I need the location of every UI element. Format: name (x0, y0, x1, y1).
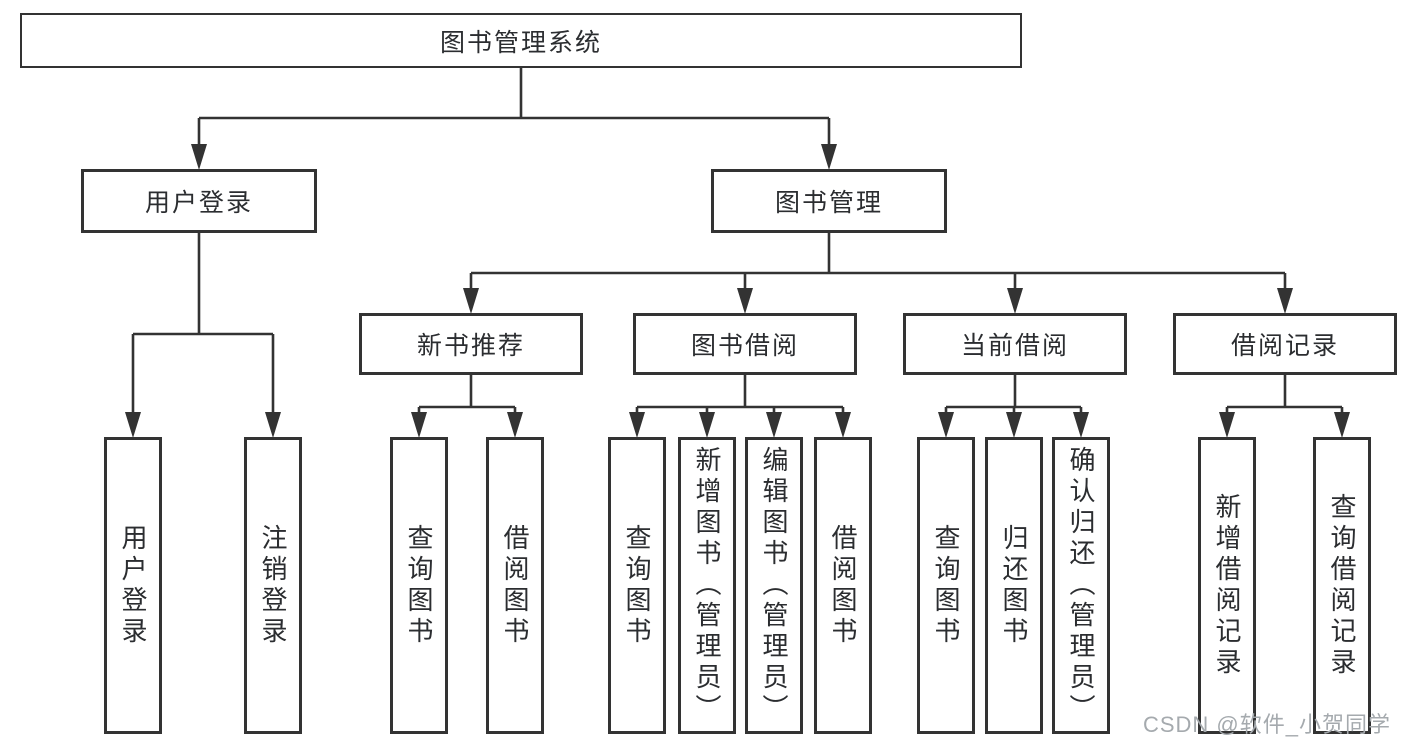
node-current-borrowing: 当前借阅 (903, 313, 1127, 375)
leaf-borrow-books-recommend: 借阅图书 (486, 437, 544, 734)
node-borrow-records-label: 借阅记录 (1230, 332, 1339, 360)
leaf-confirm-return-admin: 确认归还（管理员） (1052, 437, 1110, 734)
leaf-add-books-admin: 新增图书（管理员） (678, 437, 736, 734)
watermark: CSDN @软件_小贺同学 (1142, 712, 1391, 737)
leaf-add-borrow-record: 新增借阅记录 (1198, 437, 1256, 734)
leaf-edit-books-admin: 编辑图书（管理员） (745, 437, 803, 734)
leaf-add-borrow-record-label: 新增借阅记录 (1212, 492, 1242, 679)
node-book-borrowing: 图书借阅 (633, 313, 857, 375)
node-book-management: 图书管理 (711, 169, 947, 233)
node-borrow-records: 借阅记录 (1173, 313, 1397, 375)
node-book-borrowing-label: 图书借阅 (690, 332, 799, 360)
leaf-logout-label: 注销登录 (258, 523, 288, 648)
leaf-query-books-current: 查询图书 (917, 437, 975, 734)
node-library-system: 图书管理系统 (20, 13, 1022, 68)
node-user-login: 用户登录 (81, 169, 317, 233)
leaf-query-books-recommend: 查询图书 (390, 437, 448, 734)
leaf-borrow-books-borrowing: 借阅图书 (814, 437, 872, 734)
leaf-query-borrow-record-label: 查询借阅记录 (1327, 492, 1357, 679)
leaf-borrow-books-borrowing-label: 借阅图书 (828, 523, 858, 648)
leaf-borrow-books-recommend-label: 借阅图书 (500, 523, 530, 648)
node-new-book-recommend-label: 新书推荐 (416, 332, 525, 360)
leaf-logout: 注销登录 (244, 437, 302, 734)
leaf-add-books-admin-label: 新增图书（管理员） (692, 446, 722, 725)
node-current-borrowing-label: 当前借阅 (960, 332, 1069, 360)
node-user-login-label: 用户登录 (144, 189, 253, 217)
leaf-query-borrow-record: 查询借阅记录 (1313, 437, 1371, 734)
connector-path (131, 68, 1344, 414)
leaf-user-login: 用户登录 (104, 437, 162, 734)
leaf-query-books-current-label: 查询图书 (931, 523, 961, 648)
leaf-user-login-label: 用户登录 (118, 523, 148, 648)
leaf-query-books-borrowing-label: 查询图书 (622, 523, 652, 648)
node-new-book-recommend: 新书推荐 (359, 313, 583, 375)
leaf-query-books-borrowing: 查询图书 (608, 437, 666, 734)
leaf-return-books: 归还图书 (985, 437, 1043, 734)
leaf-query-books-recommend-label: 查询图书 (404, 523, 434, 648)
node-library-system-label: 图书管理系统 (439, 28, 602, 57)
leaf-return-books-label: 归还图书 (999, 523, 1029, 648)
leaf-confirm-return-admin-label: 确认归还（管理员） (1066, 446, 1096, 725)
node-book-management-label: 图书管理 (774, 189, 883, 217)
leaf-edit-books-admin-label: 编辑图书（管理员） (759, 446, 789, 725)
